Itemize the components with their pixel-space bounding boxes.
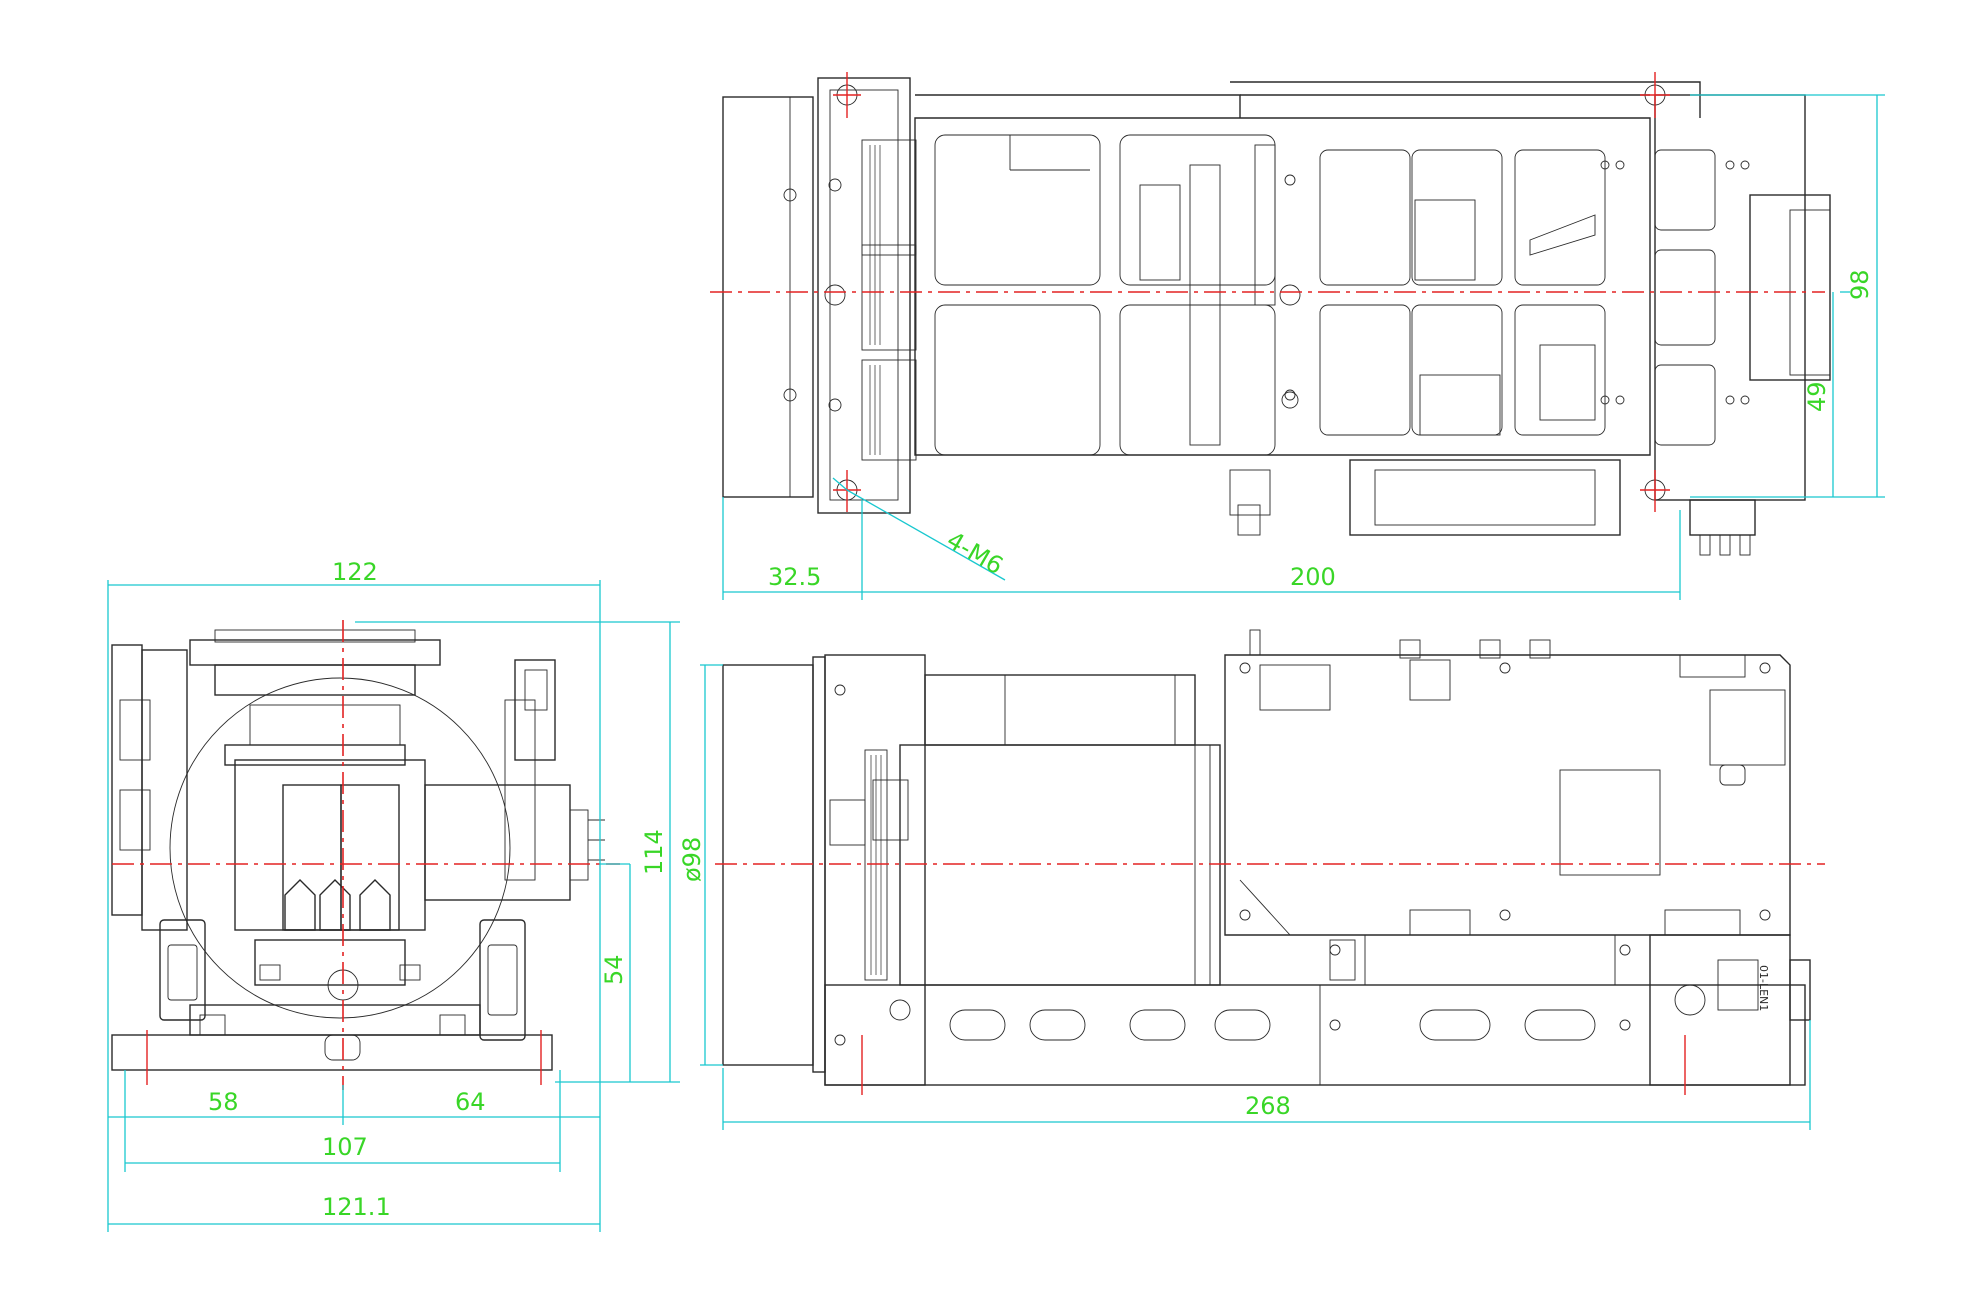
dim-length-label: 200 <box>1290 563 1336 591</box>
top-window-1 <box>934 134 1101 286</box>
front-view <box>111 620 620 1090</box>
top-lens-barrel <box>722 96 814 498</box>
top-gear-2 <box>861 244 917 351</box>
top-view <box>710 72 1831 556</box>
top-main-frame <box>914 117 1651 456</box>
side-lens-barrel <box>722 664 814 1066</box>
top-m6-hole-1 <box>833 72 861 118</box>
front-round-housing <box>169 677 511 1019</box>
dim-right-offset-label: 64 <box>455 1088 486 1116</box>
dim-center-height-label: 54 <box>600 954 628 985</box>
top-window-7 <box>1411 149 1503 286</box>
side-body-middle <box>899 744 1221 986</box>
dimension-lines <box>107 94 1885 1232</box>
side-cylinder <box>924 674 1196 746</box>
top-m6-hole-2 <box>833 470 861 512</box>
top-bottom-board <box>1349 459 1621 536</box>
front-db-connector-right <box>479 919 526 1041</box>
front-db-connector-left <box>159 919 206 1021</box>
top-window-6 <box>1319 304 1411 436</box>
side-view: 01-LEN1 <box>715 629 1825 1095</box>
dimension-text: 32.5 200 98 49 4-M6 122 114 54 58 64 107… <box>208 269 1874 1221</box>
top-gear-1 <box>861 139 917 256</box>
front-side-connector <box>424 784 571 901</box>
top-m6-hole-3 <box>1640 72 1670 118</box>
dim-mount-span-label: 107 <box>322 1133 368 1161</box>
top-end-plate <box>1654 94 1806 501</box>
top-window-5 <box>1319 149 1411 286</box>
side-gear-rail <box>864 749 888 981</box>
dim-side-length-label: 268 <box>1245 1092 1291 1120</box>
front-lower-platform <box>254 939 406 986</box>
top-m6-hole-4 <box>1640 470 1670 512</box>
top-window-2 <box>934 304 1101 456</box>
top-window-10 <box>1514 304 1606 436</box>
dim-half-height-label: 49 <box>1803 381 1831 412</box>
front-top-board <box>189 639 441 666</box>
dim-left-offset-label: 58 <box>208 1088 239 1116</box>
dim-offset-label: 32.5 <box>768 563 821 591</box>
side-electronics-board <box>1224 654 1791 936</box>
dim-diameter-label: ø98 <box>678 837 706 882</box>
front-left-panel <box>111 644 143 916</box>
top-window-4 <box>1119 304 1276 456</box>
side-base-rail <box>824 984 1806 1086</box>
top-window-3 <box>1119 134 1276 286</box>
dim-holes-label: 4-M6 <box>942 526 1008 580</box>
side-front-plate <box>824 654 926 1086</box>
side-chip <box>1559 769 1661 876</box>
dim-front-width-bottom-label: 121.1 <box>322 1193 391 1221</box>
top-window-8 <box>1411 304 1503 436</box>
dim-front-height-label: 114 <box>640 829 668 875</box>
side-part-label: 01-LEN1 <box>1757 965 1770 1011</box>
dim-height-label: 98 <box>1846 269 1874 300</box>
top-window-9 <box>1514 149 1606 286</box>
top-gear-3 <box>861 359 917 461</box>
dim-front-width-top-label: 122 <box>332 558 378 586</box>
top-front-plate <box>817 77 911 514</box>
